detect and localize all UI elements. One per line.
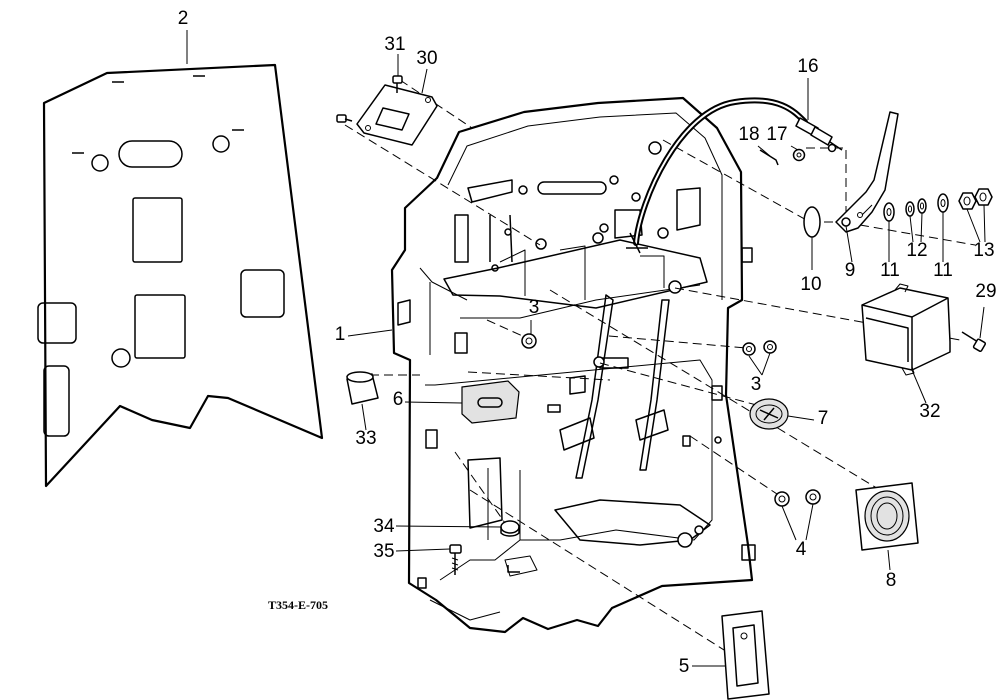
callout-35: 35 <box>373 541 394 562</box>
screw-part-31 <box>392 75 403 93</box>
callout-33: 33 <box>355 428 376 449</box>
cap-part-34 <box>500 520 520 537</box>
screw-part-31-second <box>336 114 353 123</box>
disc-part-10 <box>803 206 821 238</box>
callout-7: 7 <box>818 408 829 429</box>
boot-part-8 <box>855 482 919 551</box>
cover-part-6 <box>461 380 520 424</box>
cable-part-16 <box>626 97 843 254</box>
callout-10: 10 <box>800 274 821 295</box>
callout-11-first: 11 <box>880 260 900 281</box>
nut-part-13-b <box>974 188 993 206</box>
plug-part-7 <box>749 398 789 430</box>
grommet-part-3-lower-b <box>763 340 777 354</box>
callout-1: 1 <box>335 324 346 345</box>
grommet-part-3-upper <box>521 333 537 349</box>
nut-part-17 <box>792 148 806 162</box>
screw-part-29 <box>961 331 987 353</box>
callout-18: 18 <box>738 124 759 145</box>
callout-29: 29 <box>975 281 996 302</box>
callout-16: 16 <box>797 56 818 77</box>
callout-6: 6 <box>393 389 404 410</box>
callout-31: 31 <box>384 34 405 55</box>
nut-part-13-a <box>958 192 977 210</box>
callout-labels: 2 31 30 16 18 17 1 3 3 6 33 7 10 9 11 12… <box>178 8 997 677</box>
spring-washer-part-12-a <box>905 201 915 217</box>
callout-12: 12 <box>906 240 927 261</box>
main-frame-part-1 <box>390 96 756 634</box>
washer-part-11-second <box>937 193 949 213</box>
spring-washer-part-12-b <box>917 198 927 214</box>
leader-lines <box>186 30 986 667</box>
callout-2: 2 <box>178 8 189 29</box>
grommet-plate-part-5 <box>721 610 770 700</box>
drawing-code: T354-E-705 <box>268 598 328 612</box>
callout-34: 34 <box>373 516 395 537</box>
cover-plate-part-2 <box>37 63 324 488</box>
plate-part-30 <box>356 84 438 146</box>
sleeve-part-33 <box>346 371 379 405</box>
callout-30: 30 <box>416 48 437 69</box>
grommet-part-4-b <box>805 489 821 505</box>
callout-9: 9 <box>845 260 856 281</box>
callout-13: 13 <box>973 240 994 261</box>
grommet-part-3-lower-a <box>742 342 756 356</box>
bolt-part-35 <box>449 544 462 575</box>
callout-4: 4 <box>796 539 807 560</box>
lever-part-9 <box>835 111 899 233</box>
callout-5: 5 <box>679 656 690 677</box>
callout-17: 17 <box>766 124 787 145</box>
callout-32: 32 <box>919 401 940 422</box>
callout-11-second: 11 <box>933 260 953 281</box>
washer-part-11 <box>883 202 895 222</box>
callout-3-upper: 3 <box>529 297 540 318</box>
callout-3-lower: 3 <box>751 374 762 395</box>
grommet-part-4-a <box>774 491 790 507</box>
callout-8: 8 <box>886 570 897 591</box>
clip-part-18 <box>759 149 779 166</box>
module-part-32 <box>861 283 951 376</box>
